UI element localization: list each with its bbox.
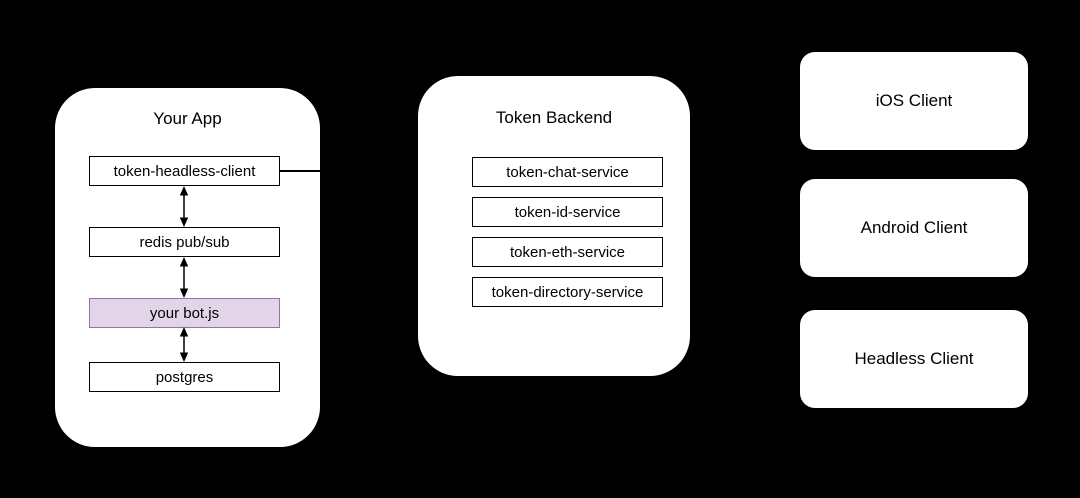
bidirectional-arrows	[179, 186, 189, 362]
client-label: Android Client	[860, 218, 968, 237]
node-label: token-headless-client	[113, 162, 256, 180]
client-label: Headless Client	[854, 349, 974, 368]
token-backend-panel: Token Backend token-chat-service token-i…	[418, 76, 690, 376]
node-label: token-directory-service	[491, 283, 644, 301]
node-label: redis pub/sub	[139, 233, 230, 251]
node-label: token-chat-service	[506, 163, 629, 181]
node-token-chat-service: token-chat-service	[472, 157, 663, 187]
node-token-headless-client: token-headless-client	[89, 156, 280, 186]
node-redis-pubsub: redis pub/sub	[89, 227, 280, 257]
client-headless: Headless Client	[800, 310, 1028, 408]
bidirectional-arrow	[179, 327, 189, 362]
client-ios: iOS Client	[800, 52, 1028, 150]
your-app-panel: Your App token-headless-client redis pub…	[55, 88, 320, 447]
token-backend-title: Token Backend	[495, 108, 613, 127]
client-label: iOS Client	[875, 91, 953, 110]
bidirectional-arrow	[179, 186, 189, 227]
node-your-bot-js: your bot.js	[89, 298, 280, 328]
client-android: Android Client	[800, 179, 1028, 277]
your-app-title: Your App	[153, 109, 222, 128]
node-label: your bot.js	[149, 304, 220, 322]
node-token-id-service: token-id-service	[472, 197, 663, 227]
node-postgres: postgres	[89, 362, 280, 392]
node-label: token-id-service	[514, 203, 621, 221]
node-token-directory-service: token-directory-service	[472, 277, 663, 307]
node-label: token-eth-service	[509, 243, 626, 261]
node-label: postgres	[155, 368, 214, 386]
connector-line	[280, 170, 320, 172]
bidirectional-arrow	[179, 257, 189, 298]
node-token-eth-service: token-eth-service	[472, 237, 663, 267]
